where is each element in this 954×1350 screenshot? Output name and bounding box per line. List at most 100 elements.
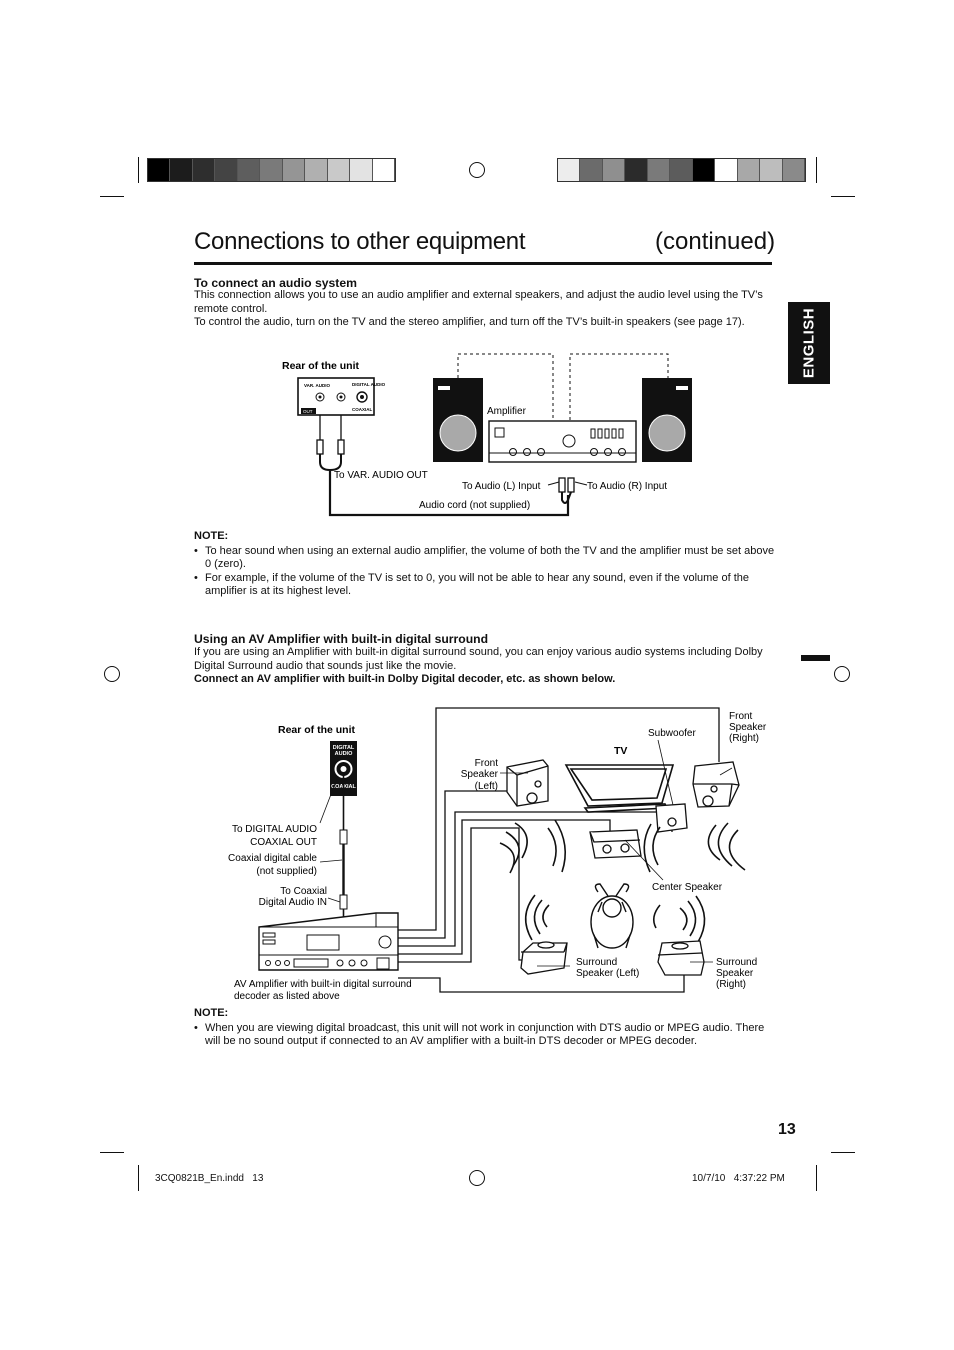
color-swatch <box>715 159 738 181</box>
note-title: NOTE: <box>194 1007 229 1019</box>
label-audio-cord: Audio cord (not supplied) <box>419 500 530 511</box>
svg-text:Surround: Surround <box>576 957 617 968</box>
amplifier <box>488 420 637 463</box>
footer-file: 3CQ0821B_En.indd 13 <box>155 1173 264 1184</box>
note-item: For example, if the volume of the TV is … <box>194 572 779 599</box>
svg-text:TV: TV <box>614 745 627 757</box>
color-swatch <box>350 159 373 181</box>
svg-text:Surround: Surround <box>716 957 757 968</box>
registration-mark-icon <box>469 1170 485 1186</box>
color-swatch <box>625 159 648 181</box>
listener-icon <box>590 883 634 949</box>
svg-text:AV Amplifier with built-in dig: AV Amplifier with built-in digital surro… <box>234 979 412 990</box>
center-speaker <box>589 829 642 859</box>
footer-timestamp: 10/7/10 4:37:22 PM <box>692 1173 785 1184</box>
front-right-speaker <box>692 761 740 808</box>
svg-text:Subwoofer: Subwoofer <box>648 728 696 739</box>
svg-text:Speaker: Speaker <box>461 769 499 780</box>
registration-mark-icon <box>104 666 120 682</box>
svg-text:AUDIO: AUDIO <box>335 751 353 757</box>
svg-text:Front: Front <box>729 711 753 722</box>
note-item: When you are viewing digital broadcast, … <box>194 1022 779 1049</box>
svg-text:(Right): (Right) <box>729 733 759 744</box>
svg-text:Front: Front <box>475 758 499 769</box>
section1-paragraph: This connection allows you to use an aud… <box>194 289 763 315</box>
color-swatch <box>260 159 283 181</box>
sound-waves-icon <box>499 819 746 943</box>
language-tab: ENGLISH <box>788 302 830 384</box>
color-swatch <box>670 159 693 181</box>
title-rule <box>194 262 772 265</box>
section1-heading: To connect an audio system <box>194 276 357 290</box>
page-number: 13 <box>778 1121 796 1138</box>
color-swatch <box>692 159 716 181</box>
subwoofer <box>655 803 688 833</box>
color-swatch <box>558 159 581 181</box>
surround-left-speaker <box>520 941 570 975</box>
audio-system-diagram: Rear of the unit VAR. AUDIO DIGITAL AUDI… <box>282 353 692 517</box>
color-swatch <box>215 159 238 181</box>
section2-body: If you are using an Amplifier with built… <box>194 646 779 687</box>
color-bar-left <box>147 158 396 182</box>
digital-jack-panel: DIGITAL AUDIO COAXIAL <box>330 741 357 796</box>
svg-text:COAXIAL: COAXIAL <box>352 407 373 412</box>
rear-label-2: Rear of the unit <box>278 724 356 736</box>
tv-set <box>564 764 675 813</box>
registration-mark-icon <box>834 666 850 682</box>
page-title-suffix: (continued) <box>655 228 776 255</box>
section2-paragraph: If you are using an Amplifier with built… <box>194 646 763 672</box>
rear-label: Rear of the unit <box>282 360 360 372</box>
speaker-left <box>433 378 483 462</box>
color-swatch <box>282 159 306 181</box>
rca-plugs <box>316 415 575 517</box>
svg-text:Center Speaker: Center Speaker <box>652 882 723 893</box>
color-bar-right <box>557 158 806 182</box>
color-swatch <box>737 159 761 181</box>
registration-mark-icon <box>469 162 485 178</box>
section2-bold-line: Connect an AV amplifier with built-in Do… <box>194 673 616 685</box>
svg-text:VAR. AUDIO: VAR. AUDIO <box>304 383 331 388</box>
color-swatch <box>372 159 395 181</box>
color-swatch <box>170 159 193 181</box>
color-swatch <box>192 159 216 181</box>
section1-paragraph: To control the audio, turn on the TV and… <box>194 316 745 328</box>
rear-panel: VAR. AUDIO DIGITAL AUDIO OUT COAXIAL <box>297 377 386 416</box>
section1-body: This connection allows you to use an aud… <box>194 289 779 330</box>
svg-text:Digital Audio IN: Digital Audio IN <box>259 897 327 908</box>
color-swatch <box>327 159 351 181</box>
page-title: Connections to other equipment <box>194 228 526 255</box>
color-swatch <box>237 159 261 181</box>
section2-heading: Using an AV Amplifier with built-in digi… <box>194 632 489 646</box>
label-to-audio-r: To Audio (R) Input <box>587 481 667 492</box>
svg-text:COAXIAL OUT: COAXIAL OUT <box>250 837 317 848</box>
speaker-right <box>642 378 692 462</box>
svg-text:To Coaxial: To Coaxial <box>280 886 327 897</box>
color-swatch <box>760 159 783 181</box>
amplifier-label: Amplifier <box>487 406 527 417</box>
label-to-var-audio-out: To VAR. AUDIO OUT <box>334 470 428 481</box>
color-swatch <box>647 159 671 181</box>
svg-text:Speaker: Speaker <box>729 722 767 733</box>
svg-text:(Left): (Left) <box>475 781 498 792</box>
color-swatch <box>148 159 171 181</box>
note-item: To hear sound when using an external aud… <box>194 545 779 572</box>
svg-text:(not supplied): (not supplied) <box>256 866 317 877</box>
color-swatch <box>782 159 805 181</box>
av-amplifier-diagram: Rear of the unit DIGITAL AUDIO COAXIAL T… <box>228 707 767 1002</box>
svg-text:(Right): (Right) <box>716 979 746 990</box>
note1: NOTE: To hear sound when using an extern… <box>194 530 779 599</box>
color-swatch <box>580 159 603 181</box>
front-left-speaker <box>500 759 549 807</box>
color-swatch <box>602 159 626 181</box>
color-swatch <box>305 159 328 181</box>
svg-text:DIGITAL: DIGITAL <box>333 745 355 751</box>
svg-text:DIGITAL AUDIO: DIGITAL AUDIO <box>352 382 386 387</box>
svg-text:Coaxial digital cable: Coaxial digital cable <box>228 853 317 864</box>
svg-text:Speaker: Speaker <box>716 968 754 979</box>
svg-text:decoder as listed above: decoder as listed above <box>234 991 340 1002</box>
svg-text:OUT: OUT <box>303 409 313 414</box>
svg-text:To DIGITAL AUDIO: To DIGITAL AUDIO <box>232 824 317 835</box>
av-amplifier <box>258 912 399 971</box>
note-title: NOTE: <box>194 530 229 542</box>
svg-text:Speaker (Left): Speaker (Left) <box>576 968 639 979</box>
